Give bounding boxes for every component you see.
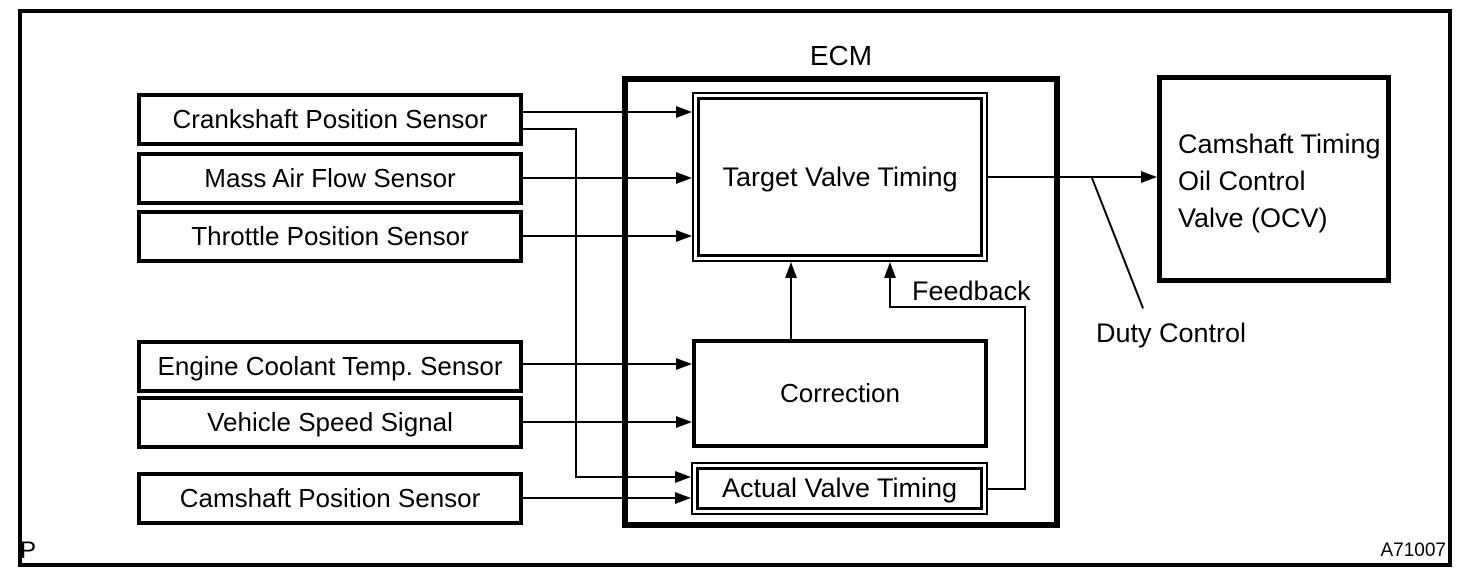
arrowhead-target-to-ocv <box>1141 171 1157 183</box>
line-feedback-top <box>889 306 1026 308</box>
target-valve-timing-label: Target Valve Timing <box>697 97 983 257</box>
arrowhead-correction-to-target <box>785 262 797 278</box>
arrowhead-camshaft-to-actual <box>675 492 691 504</box>
arrowhead-coolant-to-correction <box>676 358 692 370</box>
page-marker: P <box>20 537 37 564</box>
line-feedback-riser <box>1024 306 1026 490</box>
line-feedback-bottom <box>988 488 1026 490</box>
sensor-box-engine-coolant-temp: Engine Coolant Temp. Sensor <box>137 340 523 393</box>
arrowhead-crankshaft-to-actual <box>675 471 691 483</box>
line-feedback-to-target <box>889 277 891 307</box>
arrowhead-feedback-to-target <box>884 262 896 278</box>
line-crankshaft-branch-v <box>575 128 577 478</box>
line-speed-to-correction <box>523 421 678 423</box>
target-valve-timing-block: Target Valve Timing <box>692 92 988 262</box>
ocv-label-line2: Oil Control <box>1178 166 1306 196</box>
ocv-box: Camshaft Timing Oil Control Valve (OCV) <box>1157 75 1391 283</box>
arrowhead-maf-to-target <box>676 172 692 184</box>
arrowhead-speed-to-correction <box>676 416 692 428</box>
sensor-label: Throttle Position Sensor <box>191 221 469 251</box>
sensor-box-throttle-position: Throttle Position Sensor <box>137 210 523 263</box>
correction-label: Correction <box>780 378 900 408</box>
figure-id: A71007 <box>1380 540 1446 561</box>
sensor-label: Engine Coolant Temp. Sensor <box>157 351 503 381</box>
sensor-label: Mass Air Flow Sensor <box>204 163 456 193</box>
sensor-box-mass-air-flow: Mass Air Flow Sensor <box>137 152 523 205</box>
sensor-box-camshaft-position: Camshaft Position Sensor <box>137 472 523 525</box>
line-crankshaft-branch-h <box>523 128 577 130</box>
ocv-label-line1: Camshaft Timing <box>1178 129 1381 159</box>
page-frame <box>18 9 1452 567</box>
correction-block: Correction <box>692 339 988 448</box>
arrowhead-crankshaft-to-target <box>676 106 692 118</box>
sensor-label: Crankshaft Position Sensor <box>172 104 488 134</box>
feedback-label: Feedback <box>912 276 1031 306</box>
ecm-title: ECM <box>809 40 873 71</box>
line-throttle-to-target <box>523 235 678 237</box>
actual-valve-timing-label: Actual Valve Timing <box>696 467 983 510</box>
line-target-to-ocv <box>988 176 1143 178</box>
line-crankshaft-to-target <box>523 111 678 113</box>
duty-control-label: Duty Control <box>1096 318 1247 348</box>
line-crankshaft-to-actual <box>575 476 677 478</box>
sensor-label: Vehicle Speed Signal <box>207 407 453 437</box>
line-coolant-to-correction <box>523 363 678 365</box>
sensor-box-crankshaft-position: Crankshaft Position Sensor <box>137 93 523 146</box>
arrowhead-throttle-to-target <box>676 230 692 242</box>
actual-valve-timing-block: Actual Valve Timing <box>691 462 988 515</box>
line-camshaft-to-actual <box>523 497 677 499</box>
ocv-label-line3: Valve (OCV) <box>1178 203 1328 233</box>
line-maf-to-target <box>523 177 678 179</box>
line-correction-to-target <box>790 277 792 339</box>
sensor-label: Camshaft Position Sensor <box>179 483 481 513</box>
sensor-box-vehicle-speed: Vehicle Speed Signal <box>137 396 523 449</box>
